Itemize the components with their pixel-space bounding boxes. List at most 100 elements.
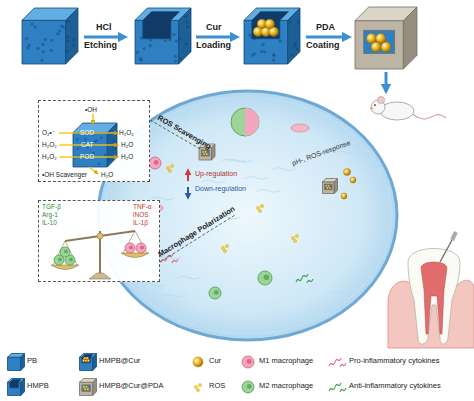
cube-texture (263, 50, 266, 53)
node-text: POD (80, 153, 94, 160)
node-text: TNF-α (133, 203, 152, 210)
cube-texture (291, 54, 294, 57)
cube-face (334, 179, 337, 194)
nanocube (80, 354, 97, 371)
leader-line (160, 215, 235, 262)
cytoplasm-texture (272, 168, 296, 170)
cube-texture (96, 139, 99, 142)
node-text: IL-10 (42, 219, 57, 226)
m1-macrophage (149, 157, 161, 169)
cube-face (73, 133, 107, 167)
cur-particle (84, 388, 87, 391)
down-arrow (187, 187, 189, 197)
cube-texture (56, 32, 59, 35)
cube-face (403, 7, 417, 69)
cube-texture (179, 57, 182, 60)
cube-texture (185, 42, 188, 45)
cytoplasm-texture (177, 276, 201, 278)
cube-texture (94, 140, 97, 143)
ros-dots (194, 383, 201, 391)
node-text: Up-regulation (195, 170, 237, 178)
cube-texture (136, 51, 139, 54)
cube-texture (114, 148, 116, 150)
cube-texture (25, 37, 28, 40)
cube-texture (248, 33, 251, 36)
cube-face (93, 354, 97, 371)
cube-face (21, 354, 25, 371)
cube-window (325, 184, 332, 190)
cur-particle (366, 33, 376, 43)
cube-texture (186, 25, 189, 28)
inset-box: TGF-βArg-1IL-10TNF-αiNOSIL-1β (38, 200, 160, 282)
cube-texture (116, 124, 118, 126)
nanocube (323, 179, 338, 194)
cube-window (364, 30, 395, 53)
m2-macrophage (209, 287, 221, 299)
cube-texture (58, 29, 61, 32)
cube-texture (184, 15, 187, 18)
cube-cavity (10, 380, 21, 388)
node-text: Arg-1 (42, 211, 58, 218)
cube-texture (294, 42, 297, 45)
nanocube (22, 8, 78, 64)
cube-window (82, 385, 90, 391)
cube-texture (172, 33, 175, 36)
cube-texture (72, 39, 75, 42)
cube-face (93, 379, 97, 396)
cur-particle (86, 357, 89, 360)
step-label: PDA (316, 22, 335, 32)
node-text: CAT (81, 141, 94, 148)
m2-macrophage (60, 247, 70, 257)
cube-face (288, 8, 300, 64)
ros-dots (221, 244, 228, 252)
cube-texture (50, 38, 53, 41)
cube-texture (98, 163, 101, 166)
cytoplasm-texture (142, 284, 166, 286)
step-label: Etching (84, 40, 117, 50)
cube-texture (42, 50, 45, 53)
legend-label: HMPB@Cur (99, 357, 140, 366)
node-text: O₂•⁻ (42, 129, 55, 136)
node-text: IL-1β (133, 219, 148, 226)
nanocube (80, 379, 97, 396)
step-label: Loading (196, 40, 231, 50)
node-text: SOD (80, 129, 94, 136)
cube-texture (253, 52, 256, 55)
cube-texture (84, 138, 87, 141)
node-text: •OH Scavenger (42, 171, 87, 178)
cube-texture (50, 49, 53, 52)
cube-texture (178, 37, 181, 40)
process-arrow (306, 36, 348, 39)
legend-label: M2 macrophage (259, 382, 313, 391)
m1-macrophage (125, 243, 135, 253)
legend-label: PB (27, 357, 37, 366)
cur-particle (381, 42, 391, 52)
cube-face (179, 8, 191, 64)
cube-texture (140, 36, 143, 39)
cytoplasm-texture (228, 160, 252, 162)
cube-face (21, 379, 25, 396)
cube-texture (76, 138, 79, 141)
cytoplasm-texture (244, 177, 268, 179)
cube-face (8, 357, 21, 370)
cube-face (355, 21, 403, 69)
nanocube (8, 354, 25, 371)
legend-label: Pro-inflammatory cytokines (349, 357, 439, 366)
cur-particle (193, 357, 203, 367)
m1-macrophage (242, 356, 254, 368)
cur-particle (265, 19, 275, 29)
cube-texture (72, 44, 75, 47)
legend-label: HMPB (27, 382, 49, 391)
cube-texture (149, 44, 152, 47)
cube-texture (66, 50, 69, 53)
mitochondrion (291, 124, 309, 132)
step-label: HCl (96, 22, 112, 32)
cube-face (211, 144, 215, 160)
node-text: H₂O (121, 141, 133, 148)
cube-texture (66, 36, 69, 39)
cube-texture (66, 39, 69, 42)
cube-texture (107, 159, 109, 161)
cube-face (323, 182, 335, 194)
node-text: H₂O₂ (42, 153, 57, 160)
